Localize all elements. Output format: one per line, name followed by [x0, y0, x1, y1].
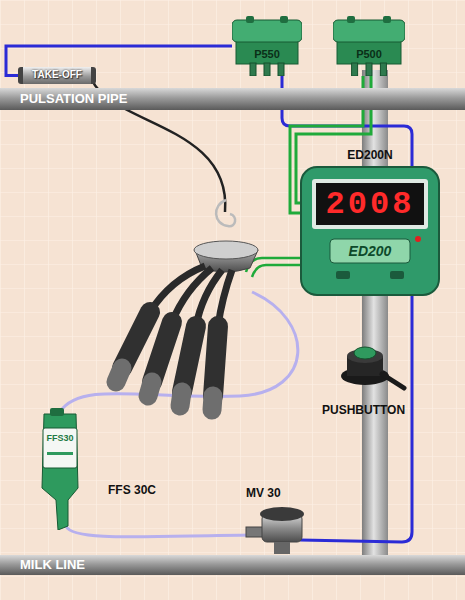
cup-tip	[148, 382, 152, 396]
cup-tip	[212, 396, 213, 410]
node-label: PULSATION PIPE	[20, 92, 127, 106]
sensor-wire	[252, 265, 300, 277]
milk-meter-display: ED200N 2008ED200	[300, 145, 440, 297]
node-label: ED200N	[300, 149, 440, 162]
device-knob	[383, 16, 391, 23]
pulsator-box-outline	[232, 16, 302, 76]
button-cap	[354, 347, 376, 359]
key-button	[390, 271, 404, 279]
vertical-pipe	[362, 70, 388, 575]
cluster-lid	[194, 241, 258, 259]
display-housing	[301, 167, 439, 295]
node-label: FFS30	[43, 434, 77, 444]
cup-tip	[180, 392, 182, 406]
device-nozzle	[352, 63, 358, 76]
cup-tip	[116, 368, 122, 382]
key-button	[336, 271, 350, 279]
teat-cup	[213, 326, 218, 396]
node-label: P500	[333, 48, 405, 60]
flow-sensor: FFS30	[38, 408, 82, 530]
valve-cap	[260, 507, 304, 521]
device-knob	[280, 16, 288, 23]
indicator-led	[415, 236, 421, 242]
device-lid	[333, 20, 405, 42]
button-lever	[382, 374, 404, 388]
device-nozzle	[278, 63, 284, 76]
valve-symbol	[246, 507, 304, 554]
device-knob	[246, 16, 254, 23]
pulsator-box: P500	[333, 16, 405, 76]
part-label: MV 30	[246, 486, 281, 500]
sensor-body	[42, 414, 78, 530]
part-label: PUSHBUTTON	[322, 403, 405, 417]
pulsation-pipe: PULSATION PIPE	[0, 88, 465, 110]
node-label: ED200	[300, 244, 440, 259]
device-nozzle	[250, 63, 256, 76]
device-lid	[232, 20, 302, 42]
device-nozzle	[380, 63, 386, 76]
node-label: P550	[232, 48, 302, 60]
air-hose	[282, 74, 412, 542]
device-nozzle	[264, 63, 270, 76]
sensor-inlet	[50, 408, 64, 416]
node-label: 2008	[300, 187, 440, 222]
panel-stripe	[47, 452, 73, 455]
node-label: TAKE-OFF	[23, 69, 91, 80]
device-nozzle	[366, 63, 372, 76]
take-off-cylinder: TAKE-OFF	[18, 67, 96, 84]
part-label: FFS 30C	[108, 483, 156, 497]
milking-cluster	[116, 200, 258, 410]
milk-tube	[66, 526, 252, 537]
node-label: MILK LINE	[20, 558, 85, 572]
device-knob	[347, 16, 355, 23]
sensor-label-panel	[43, 428, 77, 468]
teat-cup	[182, 326, 196, 392]
milk-line-pipe: MILK LINE	[0, 555, 465, 575]
pushbutton-symbol	[341, 347, 404, 388]
cluster-hook	[216, 200, 235, 226]
valve-stem	[274, 542, 290, 554]
flow-sensor-outline	[38, 408, 82, 530]
pulsator-box: P550	[232, 16, 302, 76]
pulsator-box-outline	[333, 16, 405, 76]
